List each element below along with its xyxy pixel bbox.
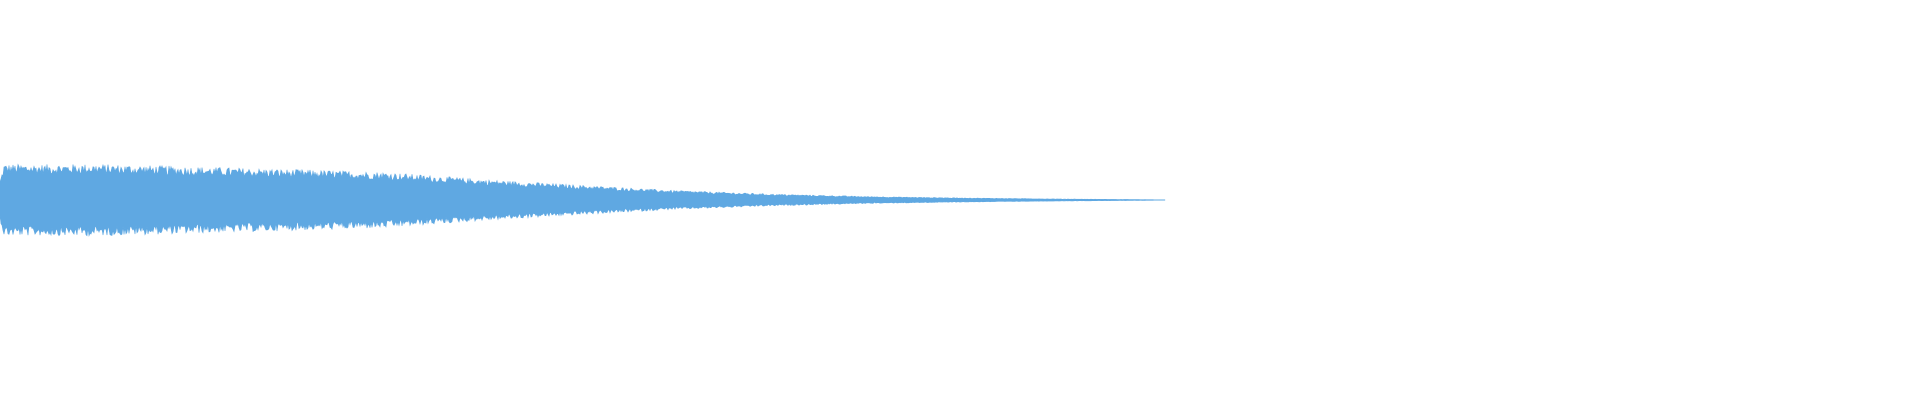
waveform-amplitude (0, 163, 1166, 237)
